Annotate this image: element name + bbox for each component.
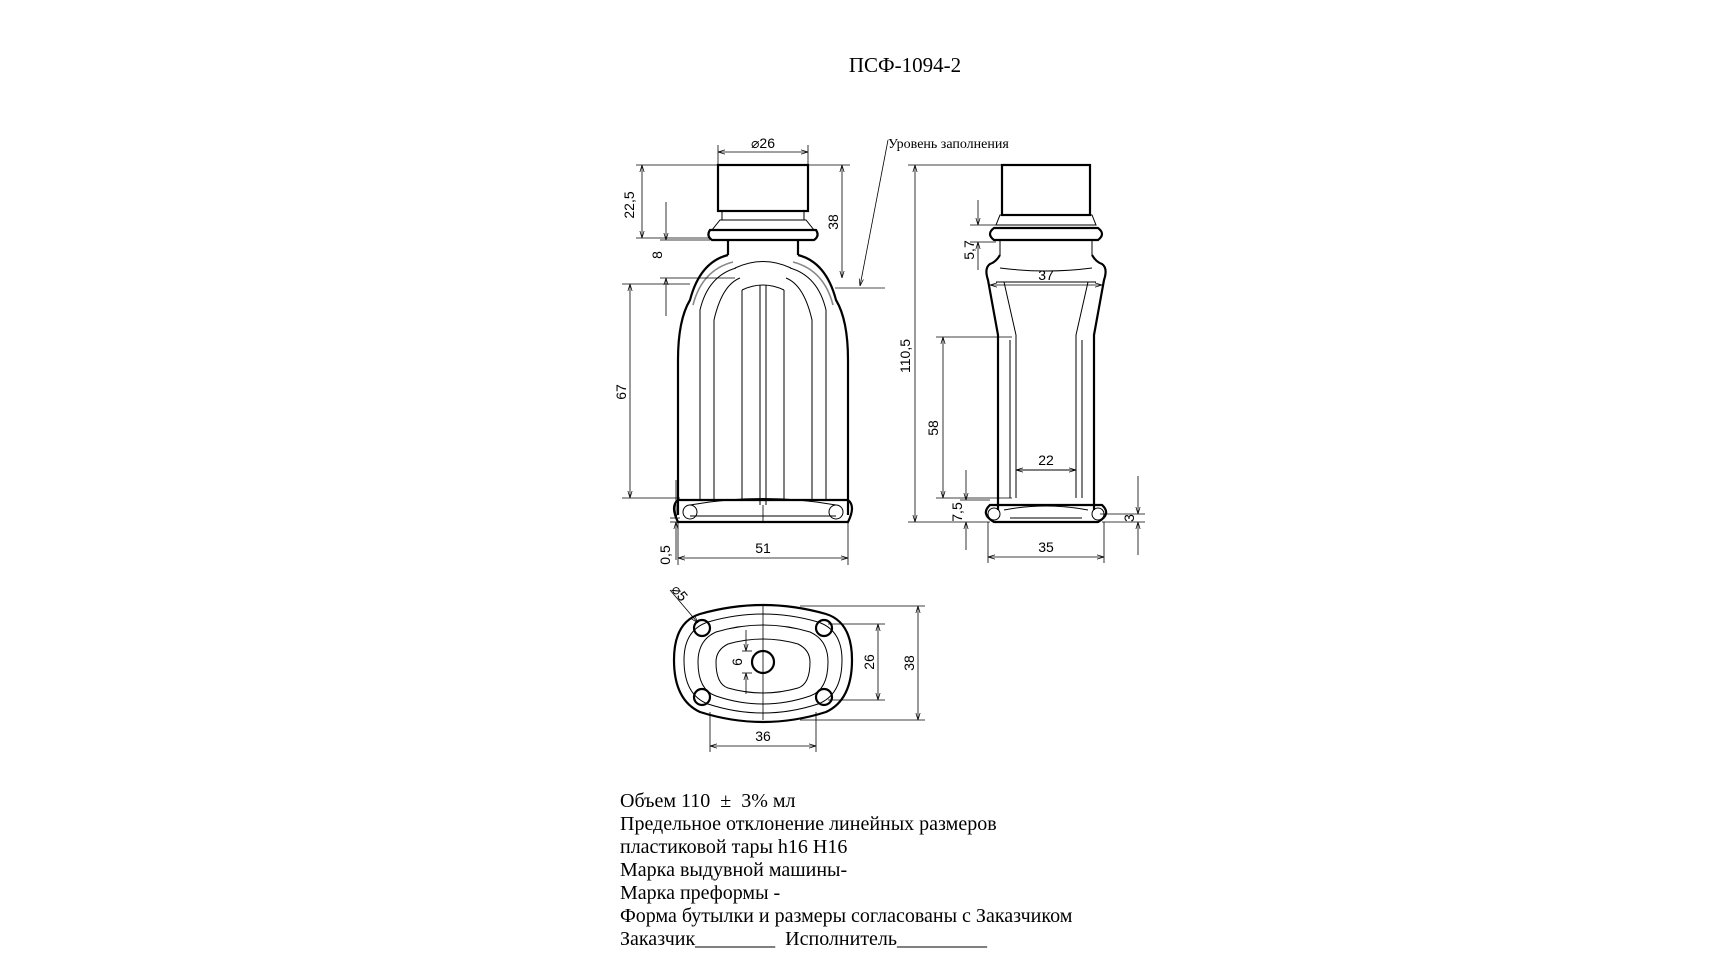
- front-cap: [716, 163, 810, 213]
- dim-shoulder-offset: 8: [649, 251, 665, 259]
- specification-notes: Объем 110 ± 3% мл Предельное отклонение …: [620, 790, 1320, 951]
- note-signatures: Заказчик________ Исполнитель_________: [620, 928, 988, 950]
- dim-neck-height: 22,5: [621, 191, 637, 218]
- note-volume: Объем 110 ± 3% мл: [620, 790, 796, 812]
- dim-neck-diameter: ⌀26: [751, 135, 775, 151]
- dim-bottom-width: 36: [755, 728, 771, 744]
- dim-side-width: 35: [1038, 539, 1054, 555]
- note-blow-machine: Марка выдувной машины-: [620, 859, 848, 881]
- dim-front-width: 51: [755, 540, 771, 556]
- note-tolerance: Предельное отклонение линейных размеров: [620, 813, 997, 835]
- note-tolerance-cont: пластиковой тары h16 H16: [620, 836, 848, 858]
- dim-collar: 5,7: [961, 240, 977, 260]
- dim-shoulder-width: 37: [1038, 267, 1054, 283]
- front-neck-ring: [707, 228, 819, 242]
- side-cap: [1000, 163, 1092, 217]
- front-view: [672, 163, 854, 524]
- side-right-outline: [1091, 254, 1107, 510]
- bottom-view: [672, 603, 854, 724]
- drawing-title: ПСФ-1094-2: [849, 53, 961, 77]
- dim-foot-diameter: ⌀5: [668, 581, 691, 604]
- dim-total-height: 110,5: [897, 339, 913, 373]
- dim-inner-height: 26: [861, 654, 877, 670]
- bottom-outer-outline: [672, 603, 854, 724]
- note-agreement: Форма бутылки и размеры согласованы с За…: [620, 905, 1073, 927]
- dim-label-width: 22: [1038, 452, 1054, 468]
- dim-outer-height: 38: [901, 655, 917, 671]
- bottom-view-dimensions: ⌀5 6 26 38 36: [668, 581, 925, 752]
- dim-body-height: 67: [613, 384, 629, 400]
- dim-foot-height: 7,5: [949, 502, 965, 522]
- dim-neck-to-shoulder: 38: [825, 214, 841, 230]
- dim-label-height: 58: [925, 420, 941, 436]
- side-base: [984, 503, 1108, 524]
- side-left-outline: [985, 254, 1001, 510]
- front-left-outline: [676, 253, 729, 515]
- dim-base-offset: 0,5: [657, 545, 673, 565]
- front-view-dimensions: ⌀26 22,5 38 8 67 0,5 51 Уровень: [613, 135, 1009, 565]
- side-view-dimensions: 110,5 5,7 37 58 22 7,5 3 35: [897, 164, 1145, 563]
- note-preform: Марка преформы -: [620, 882, 781, 904]
- dim-base-gap: 3: [1121, 514, 1137, 522]
- fill-level-label: Уровень заполнения: [888, 137, 1009, 152]
- front-right-outline: [797, 253, 850, 515]
- dim-center-size: 6: [729, 658, 745, 666]
- side-view: [984, 163, 1108, 524]
- side-neck-ring: [988, 226, 1104, 242]
